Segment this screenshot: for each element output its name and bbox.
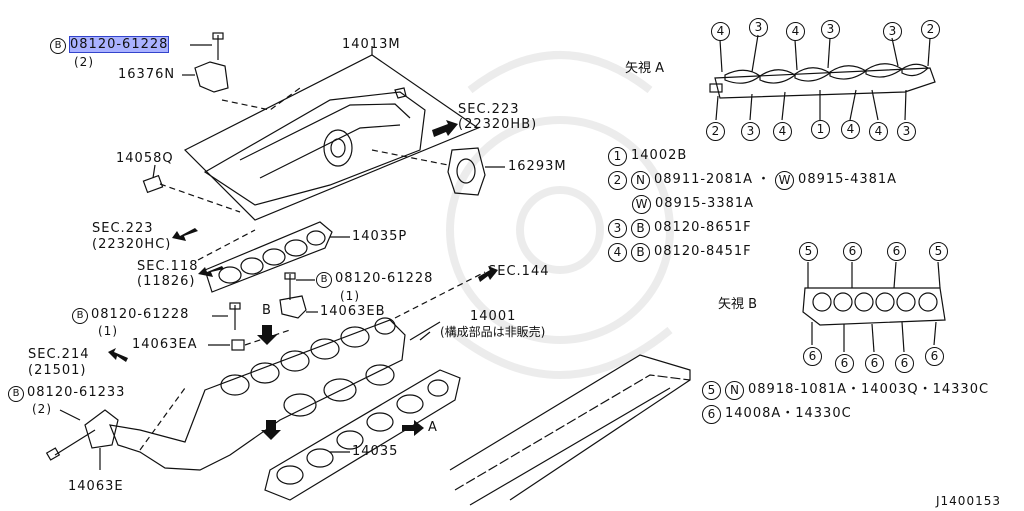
bracket-14063e-label[interactable]: 14063E	[68, 479, 124, 494]
sec214-label[interactable]: SEC.214	[28, 347, 90, 362]
view-b-title: 矢視 B	[718, 297, 758, 312]
manifold-14001-label[interactable]: 14001	[470, 309, 517, 324]
bolt-mid-graphic	[284, 272, 315, 300]
bolt-left-graphic	[212, 302, 241, 330]
watermark-emblem	[446, 51, 674, 379]
sec118-ref: (11826)	[137, 274, 196, 289]
view-b-marker: 6	[925, 347, 944, 366]
bolt-left-qty: (1)	[98, 324, 118, 338]
sec223-hc-label[interactable]: SEC.223	[92, 221, 154, 236]
bracket-14063e-graphic	[84, 409, 119, 470]
view-a-marker: 3	[897, 122, 916, 141]
plug-14058q-graphic	[142, 164, 241, 213]
view-b-arrow-label: B	[262, 303, 272, 318]
view-a-marker: 1	[811, 120, 830, 139]
view-a-marker: 4	[869, 122, 888, 141]
bolt-top-graphic	[190, 32, 224, 60]
bolt-top-part-number: 08120-61228	[69, 36, 170, 53]
view-a-arrow-label: A	[428, 420, 438, 435]
view-a-marker: 3	[749, 18, 768, 37]
sec118-label[interactable]: SEC.118	[137, 259, 199, 274]
bracket-14063eb-label[interactable]: 14063EB	[320, 304, 386, 319]
view-a-title: 矢視 A	[625, 61, 665, 76]
bracket-14063eb-graphic	[279, 295, 318, 319]
view-b-gasket-graphic	[802, 261, 946, 353]
view-b-marker: 5	[799, 242, 818, 261]
bracket-16376n-label[interactable]: 16376N	[118, 67, 176, 82]
view-b-marker: 6	[887, 242, 906, 261]
view-a-marker: 2	[706, 122, 725, 141]
view-b-marker: 6	[803, 347, 822, 366]
plug-14058q-label[interactable]: 14058Q	[116, 151, 174, 166]
view-a-marker: 3	[883, 22, 902, 41]
view-a-marker: 4	[773, 122, 792, 141]
sec223-hb-label[interactable]: SEC.223	[458, 102, 520, 117]
view-b-marker: 5	[929, 242, 948, 261]
cylinder-head-graphic	[449, 354, 691, 506]
bolt-mid-qty: (1)	[340, 289, 360, 303]
collector-14013m-label[interactable]: 14013M	[342, 37, 401, 52]
bracket-16376n-graphic	[182, 61, 229, 93]
collector-14013m-graphic	[183, 46, 480, 221]
sec214-ref: (21501)	[28, 363, 87, 378]
view-a-marker: 2	[921, 20, 940, 39]
view-b-marker: 6	[865, 354, 884, 373]
sec223-hb-ref: (22320HB)	[458, 117, 538, 132]
bolt-low-qty: (2)	[32, 402, 52, 416]
gasket-16293m-graphic	[371, 147, 505, 196]
bolt-top-qty: (2)	[74, 55, 94, 69]
gasket-14035-graphic	[264, 369, 461, 501]
view-a-gasket-graphic	[709, 34, 936, 121]
gasket-14035-label[interactable]: 14035	[352, 444, 399, 459]
view-b-marker: 6	[835, 354, 854, 373]
gasket-14035p-label[interactable]: 14035P	[352, 229, 408, 244]
view-a-marker: 4	[841, 120, 860, 139]
bracket-14063ea-graphic	[208, 339, 245, 351]
gasket-14035p-graphic	[204, 221, 350, 293]
diagram-code: J1400153	[936, 494, 1001, 508]
gasket-16293m-label[interactable]: 16293M	[508, 159, 567, 174]
manifold-note: (構成部品は非販売)	[440, 325, 546, 339]
view-a-marker: 4	[786, 22, 805, 41]
manifold-14001-graphic	[109, 317, 431, 471]
bracket-14063ea-label[interactable]: 14063EA	[132, 337, 198, 352]
view-a-marker: 3	[741, 122, 760, 141]
direction-arrows	[108, 120, 498, 440]
sec223-hc-ref: (22320HC)	[92, 237, 172, 252]
view-a-marker: 3	[821, 20, 840, 39]
view-b-marker: 6	[843, 242, 862, 261]
view-a-marker: 4	[711, 22, 730, 41]
sec144-label[interactable]: SEC.144	[488, 264, 550, 279]
view-b-marker: 6	[895, 354, 914, 373]
